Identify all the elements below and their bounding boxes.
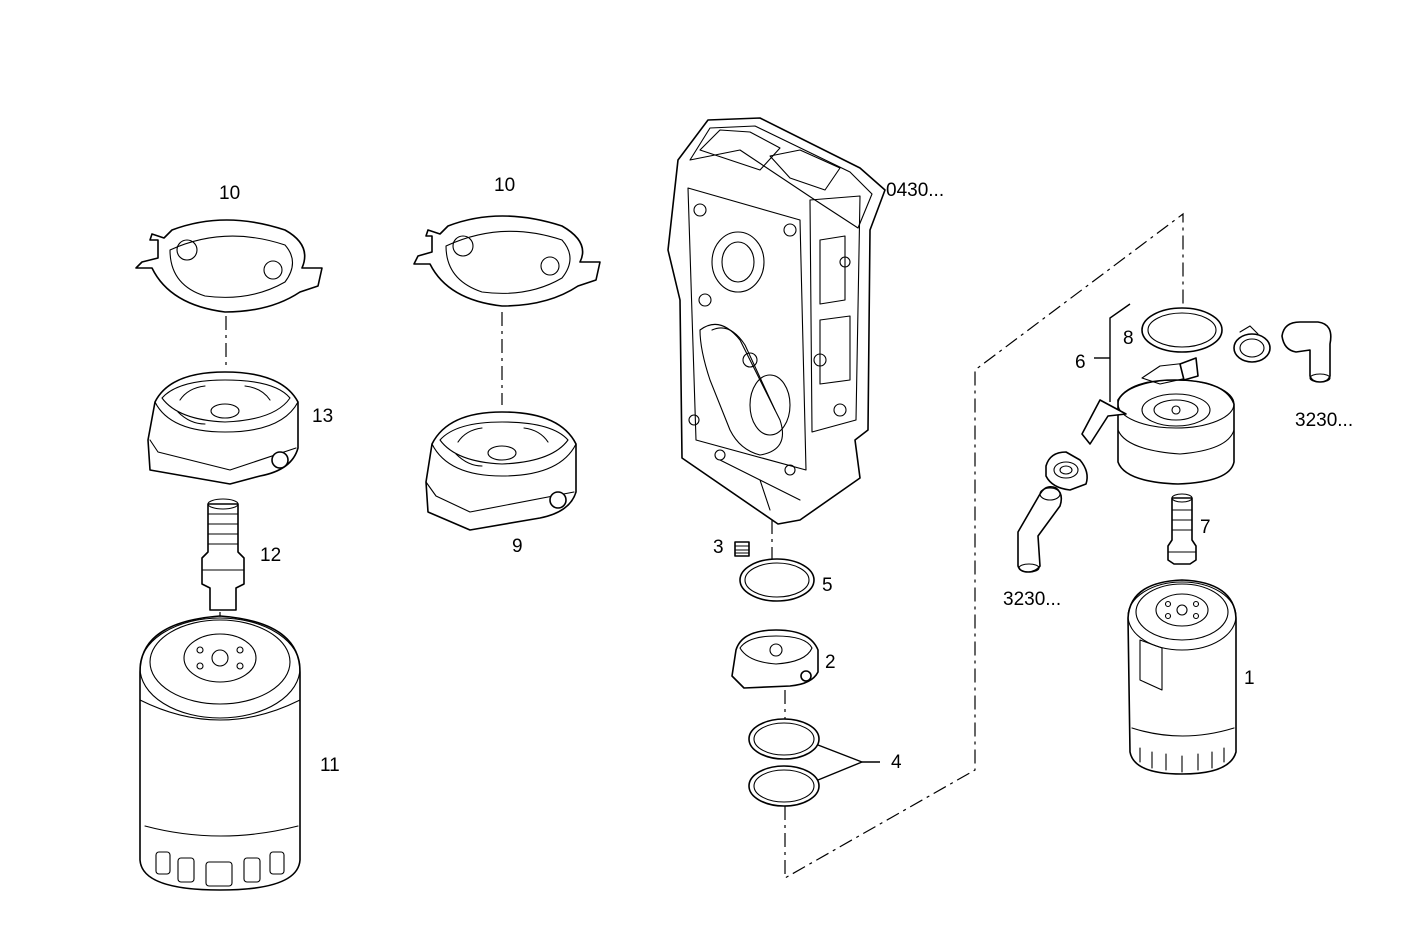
callout-left-adapter: 13 <box>312 406 333 427</box>
small-adapter <box>731 629 819 689</box>
top-ring <box>1141 307 1223 353</box>
callout-mid-adapter: 9 <box>512 536 523 557</box>
callout-left-gasket: 10 <box>219 183 240 204</box>
callout-left-filter: 11 <box>320 755 340 776</box>
filter-right <box>1127 579 1237 775</box>
hose-flange <box>1045 451 1088 491</box>
transmission-housing <box>667 117 886 525</box>
callout-small-adapter: 2 <box>825 652 836 673</box>
callout-left-nipple: 12 <box>260 545 281 566</box>
gasket-mid <box>413 215 601 307</box>
callout-mid-gasket: 10 <box>494 175 515 196</box>
adapter-mid <box>425 411 577 531</box>
callout-housing-ref: 0430... <box>886 180 944 201</box>
o-ring-upper <box>748 718 820 760</box>
nipple-right <box>1167 493 1197 565</box>
callout-hose-ref-left: 3230... <box>1003 589 1061 610</box>
callout-o-rings: 4 <box>891 752 902 773</box>
plug <box>734 541 750 557</box>
callout-hose-ref-right: 3230... <box>1295 410 1353 431</box>
callout-nipple-right: 7 <box>1200 517 1211 538</box>
gasket-left <box>135 219 323 313</box>
seal-ring <box>739 558 815 602</box>
nipple-left <box>201 498 245 611</box>
callout-cooler-assembly: 6 <box>1075 352 1086 373</box>
adapter-left <box>147 371 299 485</box>
hose-clamp <box>1233 325 1271 363</box>
callout-top-ring: 8 <box>1123 328 1134 349</box>
filter-left <box>139 615 301 891</box>
callout-plug: 3 <box>713 537 724 558</box>
callout-filter-right: 1 <box>1244 668 1255 689</box>
elbow-hose-right <box>1281 321 1332 383</box>
callout-seal-ring: 5 <box>822 575 833 596</box>
o-ring-lower <box>748 765 820 807</box>
elbow-hose-left <box>1017 486 1063 573</box>
oil-cooler <box>1081 357 1235 485</box>
